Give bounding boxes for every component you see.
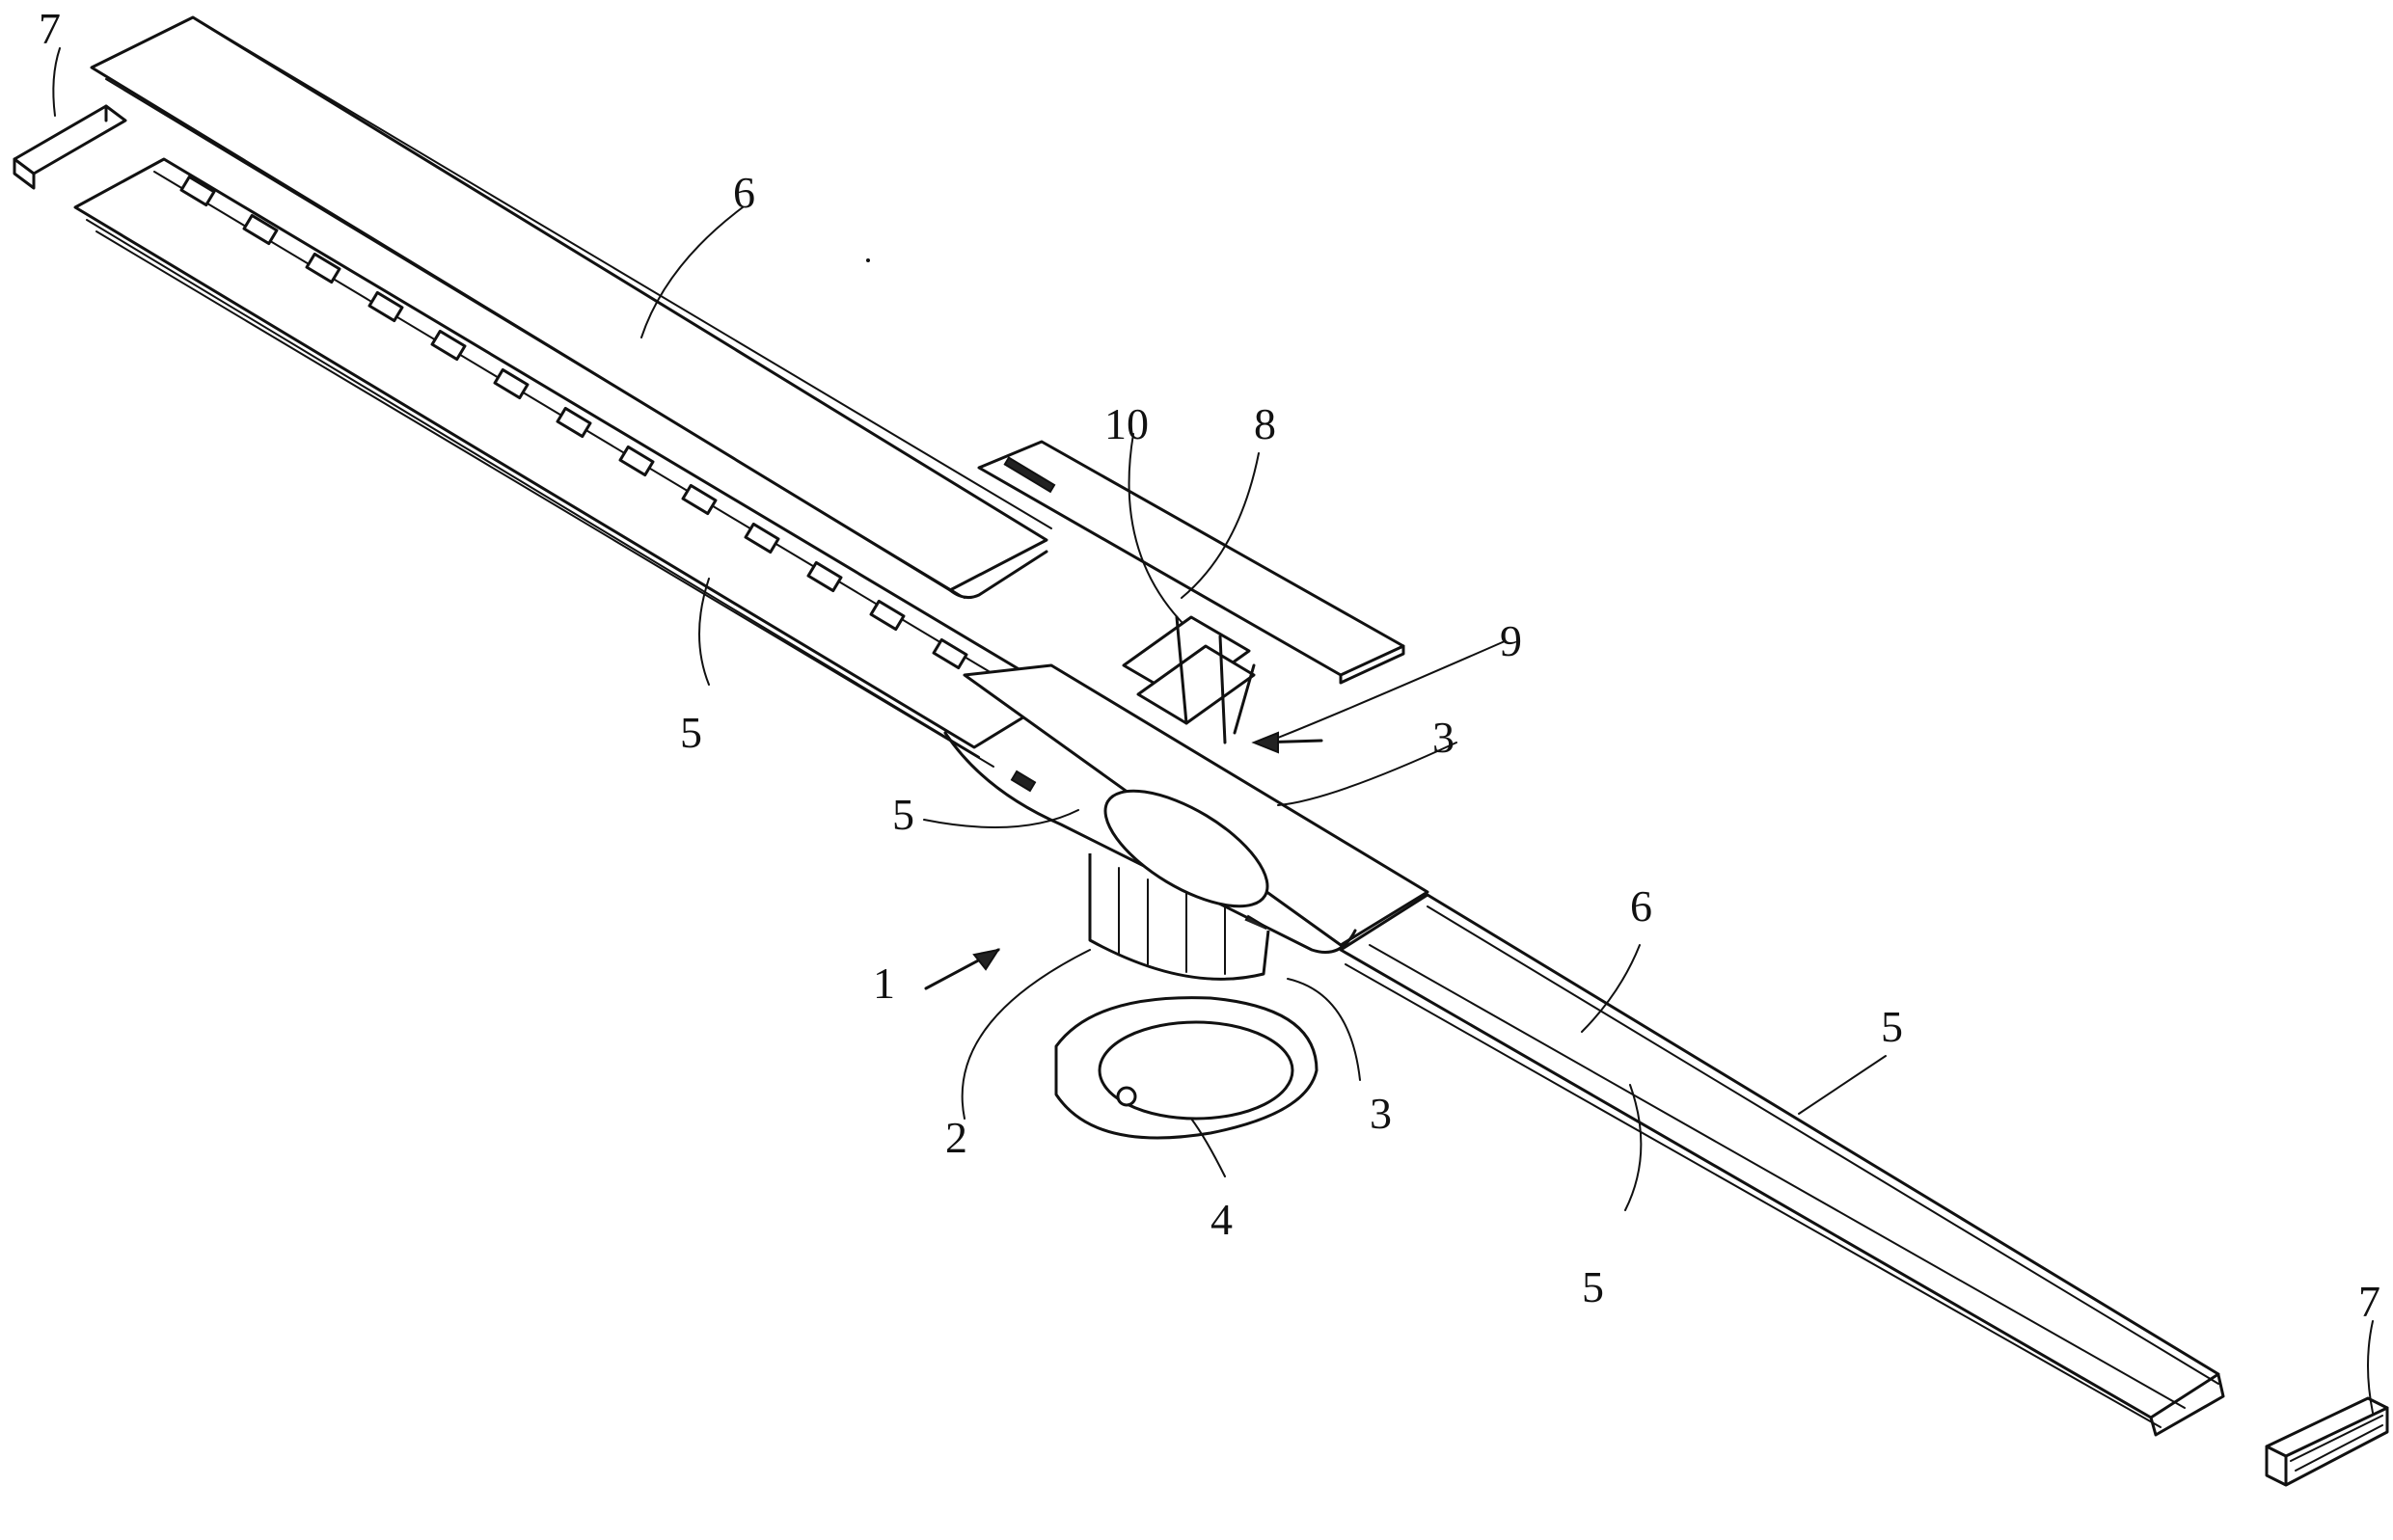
label-flange-left: 3 — [1432, 713, 1455, 762]
channel-left — [73, 157, 1063, 768]
label-odor-trap: 9 — [1500, 616, 1522, 665]
base-plate — [1054, 996, 1319, 1140]
label-end-cap-right: 7 — [2358, 1277, 2380, 1326]
label-grate-right: 6 — [1630, 881, 1652, 931]
label-insert: 10 — [1104, 399, 1149, 448]
label-cover-plate: 8 — [1254, 399, 1276, 448]
label-base-plate: 4 — [1210, 1195, 1233, 1244]
reference-numerals: 7 6 5 10 8 9 3 5 1 2 3 4 6 5 5 7 — [39, 4, 2380, 1326]
label-channel-right-upper: 5 — [1881, 1002, 1903, 1051]
channel-right — [1339, 893, 2225, 1437]
label-flange-right: 3 — [1370, 1089, 1392, 1138]
label-channel-center: 5 — [892, 790, 914, 839]
label-grate-left: 6 — [733, 168, 755, 217]
label-end-cap-left: 7 — [39, 4, 61, 53]
label-channel-right-lower: 5 — [1582, 1262, 1604, 1311]
pipe — [1088, 853, 1270, 981]
slot-row — [179, 175, 968, 670]
label-channel-left-lower: 5 — [680, 708, 702, 757]
channel-center — [943, 663, 1429, 954]
leader-lines — [52, 47, 2374, 1414]
label-drain-assembly: 1 — [873, 959, 895, 1008]
end-cap-right — [2265, 1396, 2389, 1487]
label-pipe: 2 — [945, 1113, 967, 1162]
stray-dot — [866, 258, 870, 262]
grate-left — [90, 15, 1052, 600]
cover-plate — [977, 440, 1405, 685]
insert-and-trap — [1122, 615, 1256, 744]
end-cap-left — [13, 104, 127, 190]
